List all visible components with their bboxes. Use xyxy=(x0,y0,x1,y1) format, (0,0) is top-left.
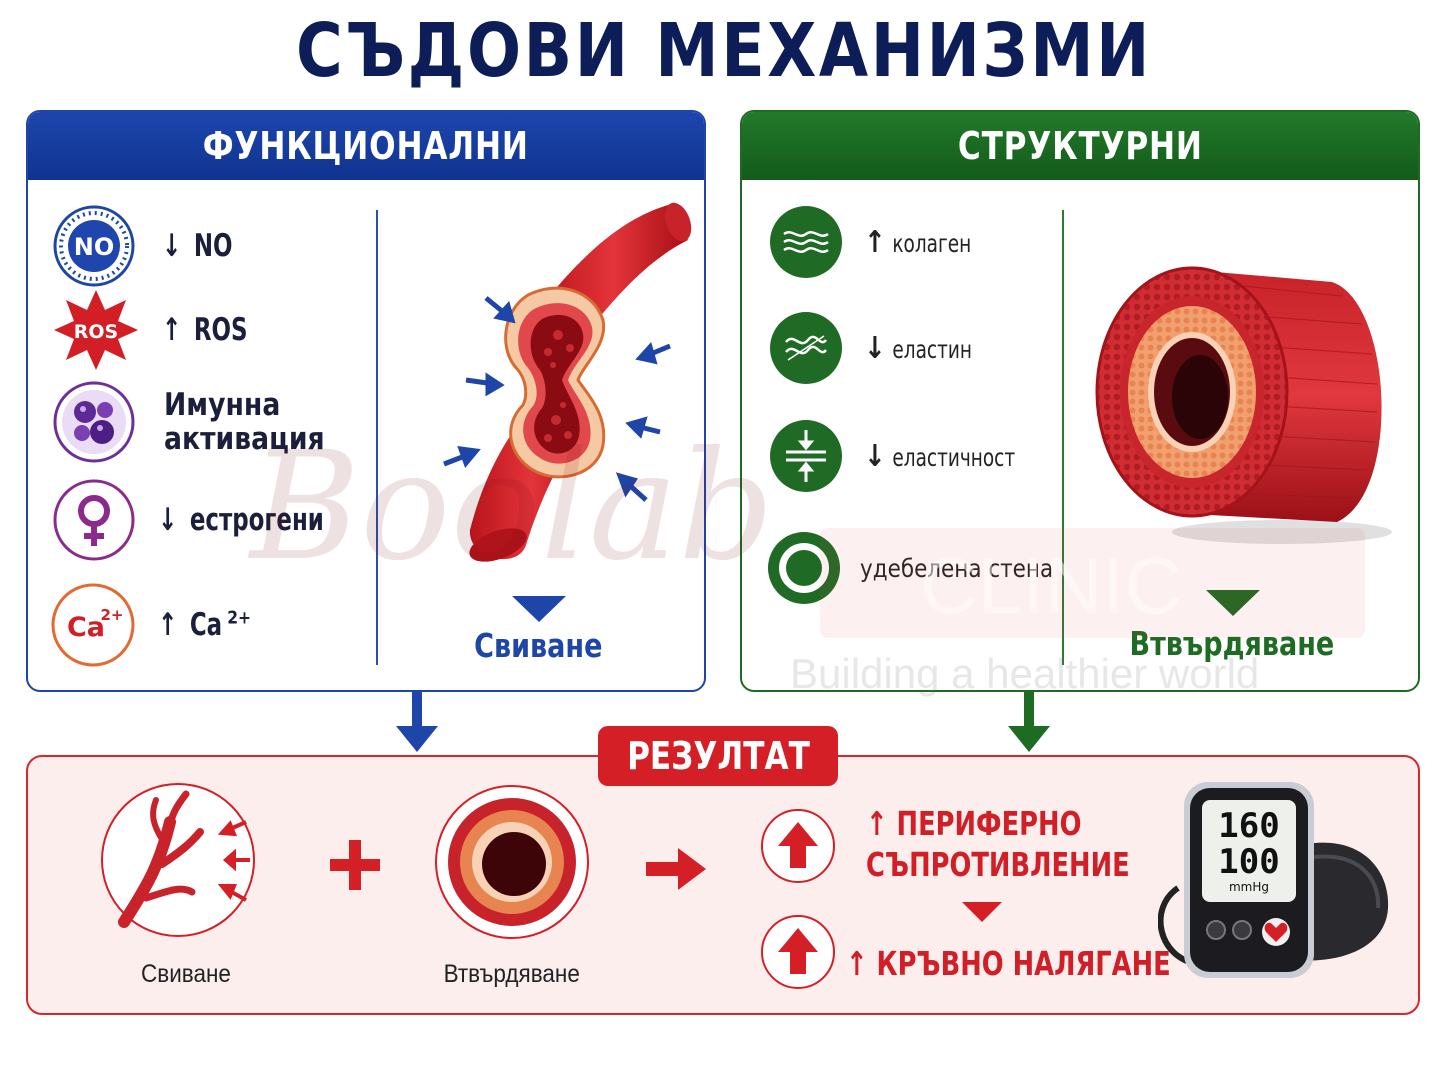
structural-divider xyxy=(1062,210,1064,665)
resistance-line1: ↑ ПЕРИФЕРНО xyxy=(866,804,1082,843)
monitor-buttons xyxy=(1206,918,1290,946)
item-elasticity: ↓ еластичност xyxy=(768,418,1063,494)
page-title: СЪДОВИ МЕХАНИЗМИ xyxy=(296,8,1152,94)
diastolic-value: 100 xyxy=(1218,842,1280,882)
pressure-line: ↑ КРЪВНО НАЛЯГАНЕ xyxy=(846,944,1171,983)
collagen-fibers-icon xyxy=(770,206,842,278)
stiff-vessel-illustration xyxy=(1095,266,1392,544)
bp-unit: mmHg xyxy=(1228,880,1270,894)
functional-panel: ФУНКЦИОНАЛНИ NO ↓ NO ROS ↑ ROS xyxy=(26,110,706,692)
branching-vessel-icon xyxy=(101,783,255,937)
calcium-ion-icon: Ca 2+ xyxy=(51,583,135,667)
result-tag: РЕЗУЛТАТ xyxy=(598,726,838,786)
structural-down-triangle xyxy=(1206,590,1260,616)
up-arrow-icon-resistance xyxy=(761,809,835,883)
functional-down-triangle xyxy=(512,596,566,622)
ros-burst-icon: ROS xyxy=(54,290,138,370)
result-stiffening-caption: Втвърдяване xyxy=(443,960,581,988)
structural-result-arrow xyxy=(1008,692,1050,752)
item-immune: Имунна активация xyxy=(52,380,351,464)
thick-wall-ring-icon xyxy=(768,532,840,604)
structural-caption: Втвърдяване xyxy=(1129,624,1335,663)
item-no: NO ↓ NO xyxy=(52,204,251,288)
functional-result-arrow xyxy=(396,692,438,752)
functional-caption: Свиване xyxy=(473,626,603,665)
item-collagen: ↑ колаген xyxy=(768,204,1004,280)
svg-text:NO: NO xyxy=(74,233,115,261)
up-arrow-icon-pressure xyxy=(761,915,835,989)
item-ros: ROS ↑ ROS xyxy=(52,288,271,372)
item-estrogen: ↓ естрогени xyxy=(52,478,376,562)
svg-text:ROS: ROS xyxy=(74,321,118,343)
immune-cell-icon xyxy=(53,381,135,463)
elastin-fibers-icon xyxy=(770,312,842,384)
plus-icon xyxy=(330,840,380,890)
svg-text:Ca: Ca xyxy=(67,612,105,643)
item-thick-wall: удебелена стена xyxy=(766,530,1085,606)
functional-divider xyxy=(376,210,378,665)
systolic-value: 160 xyxy=(1218,806,1280,846)
elasticity-compress-icon xyxy=(770,420,842,492)
constricted-vessel-illustration xyxy=(443,202,692,562)
structural-heading: СТРУКТУРНИ xyxy=(742,112,1418,180)
structural-panel: СТРУКТУРНИ ↑ колаген ↓ еластин xyxy=(740,110,1420,692)
result-constriction-caption: Свиване xyxy=(141,960,231,988)
stiff-vessel-ring-icon xyxy=(435,785,589,939)
bp-readout: 160 100 mmHg xyxy=(1202,808,1296,894)
no-molecule-icon: NO xyxy=(53,205,135,287)
resistance-line2: СЪПРОТИВЛЕНИЕ xyxy=(866,845,1130,884)
result-down-triangle xyxy=(962,902,1002,922)
female-symbol-icon xyxy=(53,479,135,561)
result-right-arrow xyxy=(646,848,706,890)
svg-text:2+: 2+ xyxy=(100,606,123,624)
functional-heading: ФУНКЦИОНАЛНИ xyxy=(28,112,704,180)
item-elastin: ↓ еластин xyxy=(768,310,1005,386)
